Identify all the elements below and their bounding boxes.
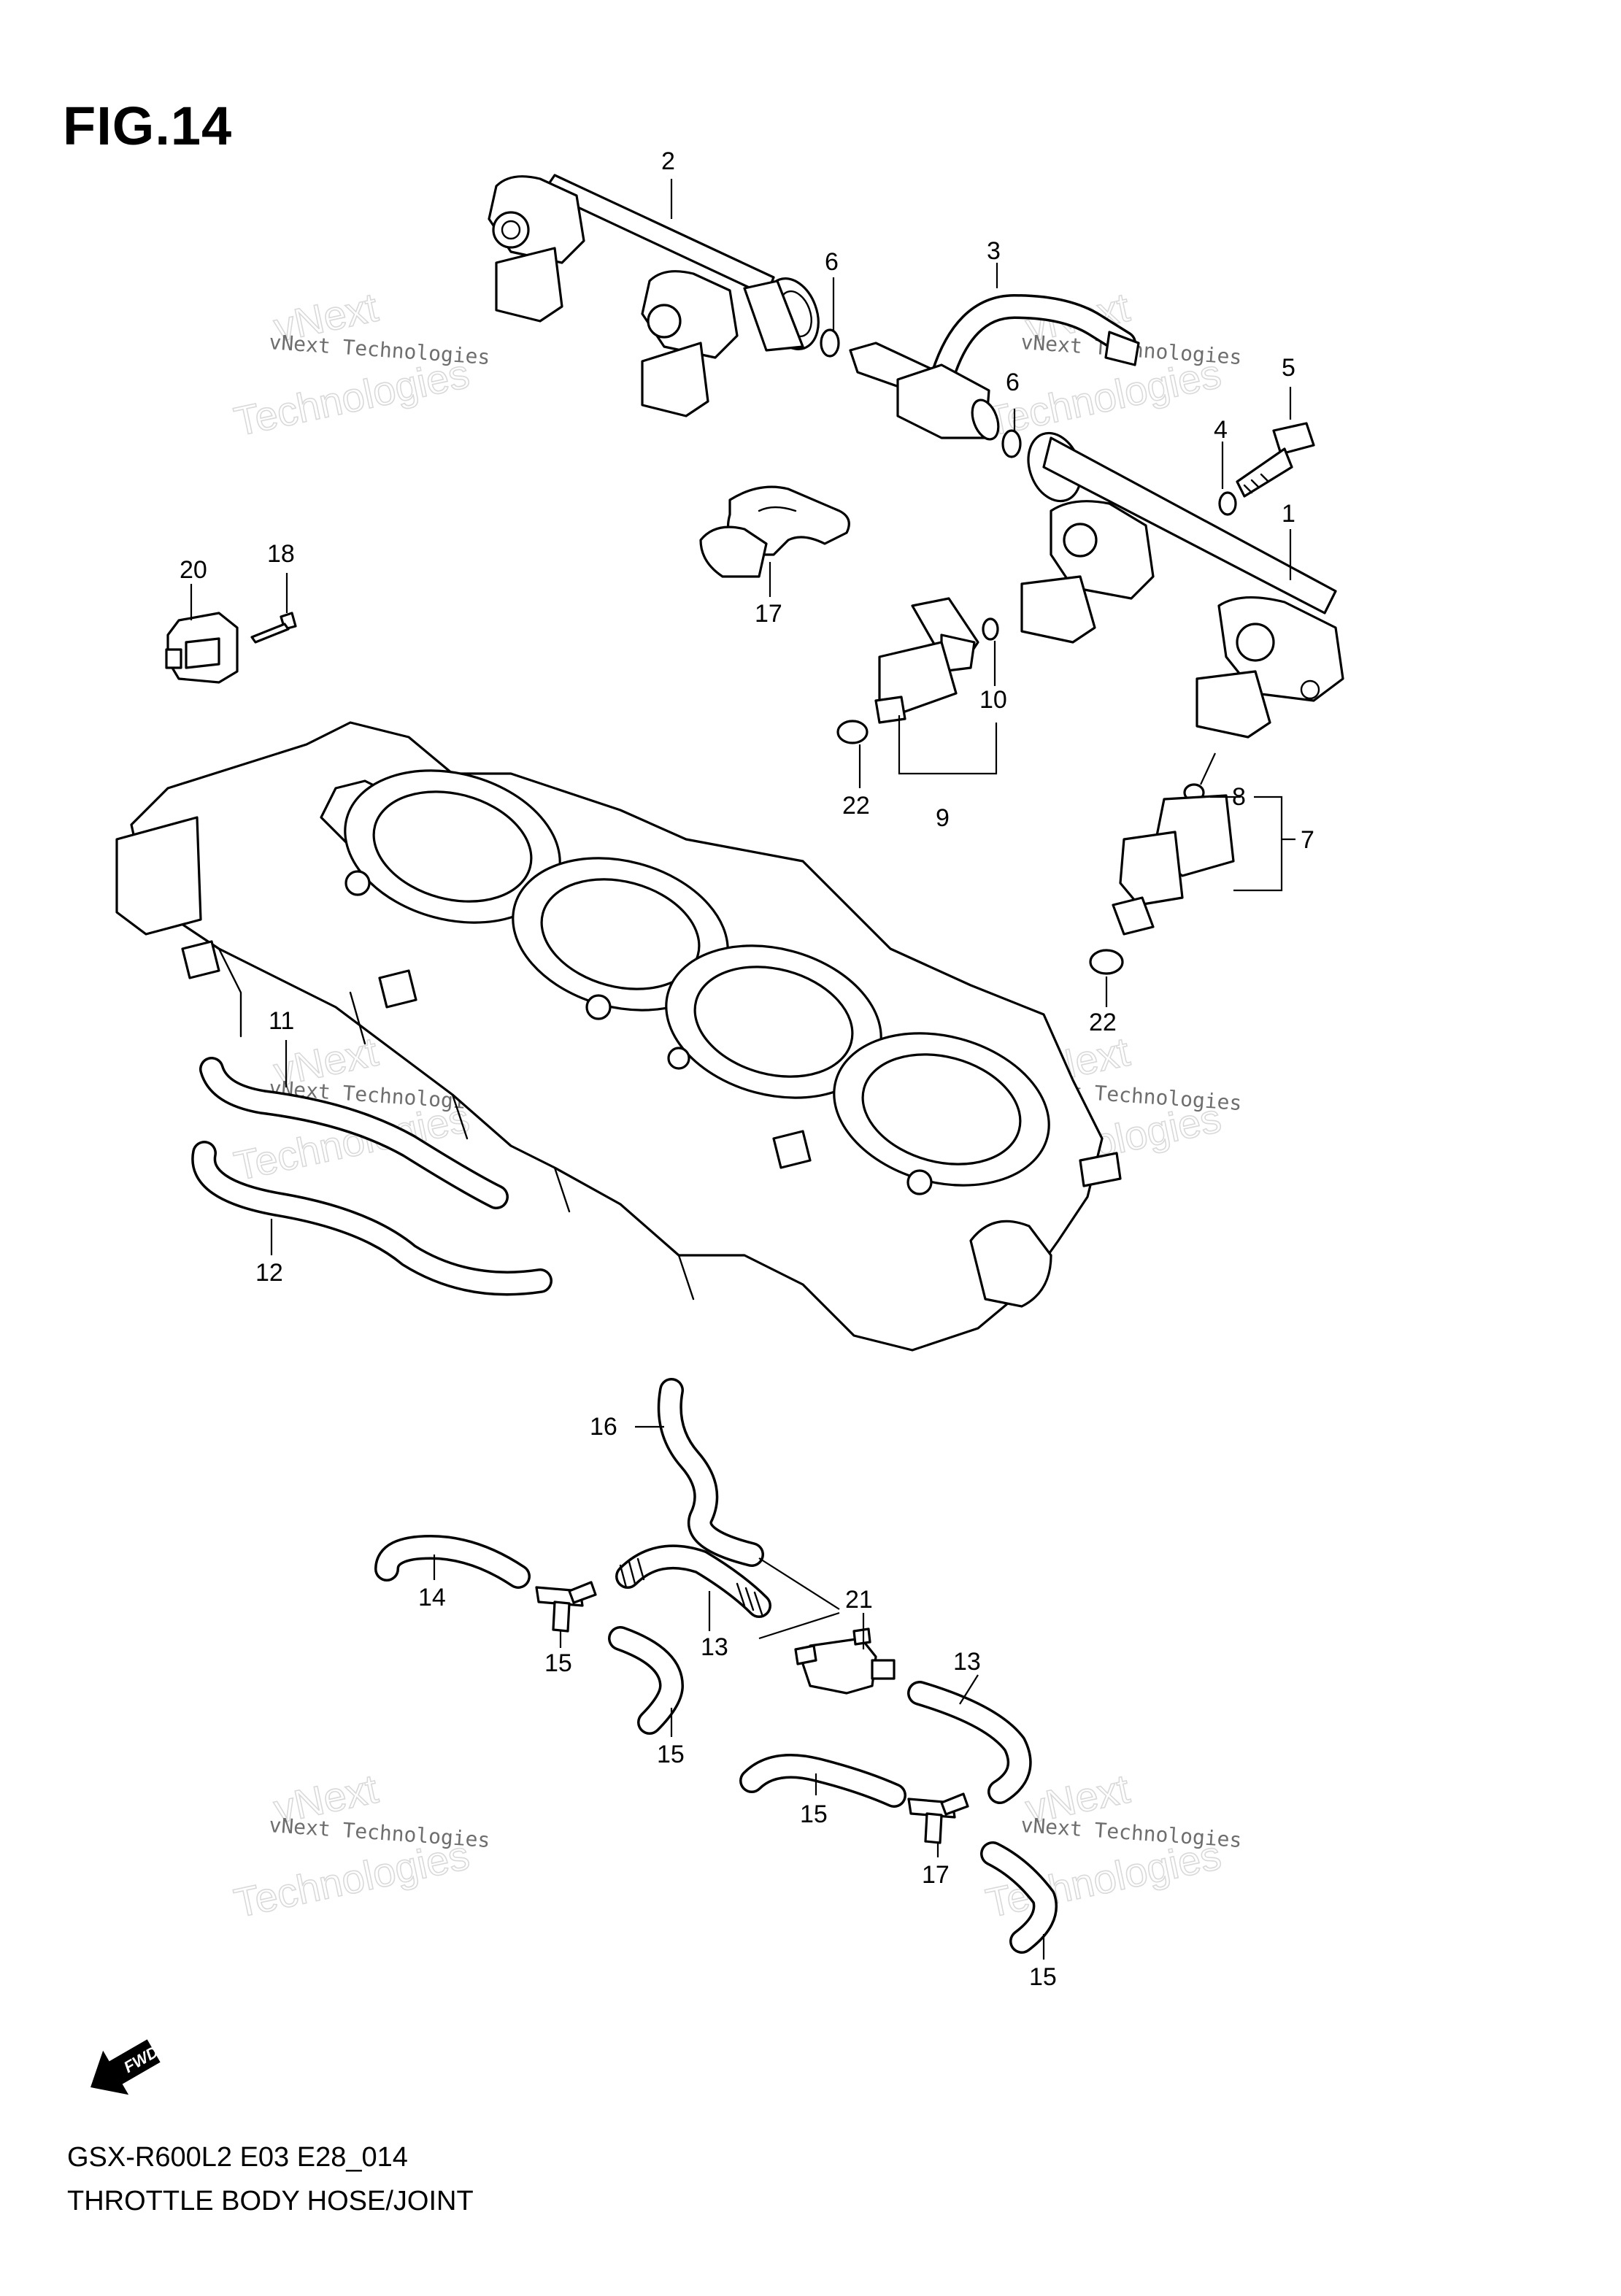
callout-21: 17: [755, 600, 782, 628]
callout-5: 5: [1282, 354, 1295, 382]
part-13-hose: [907, 1681, 1032, 1804]
callout-17-lower: 17: [922, 1861, 950, 1889]
part-6-o-ring-upper: [820, 328, 840, 358]
part-15-hose-b: [608, 1626, 684, 1735]
part-18-screw: [250, 612, 297, 644]
callout-4: 4: [1214, 416, 1228, 444]
part-11-hose: [199, 1057, 509, 1209]
part-20-sensor: [165, 612, 239, 684]
leader-lines: [190, 179, 1295, 1960]
part-21-clamp: [699, 485, 850, 578]
part-19-joint: [794, 1627, 896, 1695]
part-14-hose: [615, 1544, 771, 1618]
callout-22-lower: 22: [1089, 1009, 1117, 1036]
callout-15-c: 15: [800, 1800, 828, 1828]
callout-19: 21: [845, 1586, 873, 1614]
part-17-t-joint-upper: [535, 1581, 597, 1633]
part-4-washer: [1218, 491, 1237, 516]
part-15-hose-d: [980, 1841, 1058, 1954]
watermark-text: vNext Technologies: [269, 1813, 491, 1852]
callout-15-d: 15: [1029, 1963, 1057, 1991]
fwd-direction-badge: FWD: [91, 2039, 161, 2095]
callout-17-upper: 15: [544, 1649, 572, 1677]
callout-14: 13: [701, 1633, 728, 1661]
part-1-fuel-delivery-pipe-right: [1020, 431, 1344, 739]
watermark-text: vNext Technologies: [1020, 1813, 1243, 1852]
callout-2: 2: [661, 147, 675, 175]
part-5-bolt: [1236, 422, 1315, 498]
callout-16: 16: [590, 1413, 617, 1441]
part-17-t-joint-lower: [907, 1792, 969, 1844]
part-15-hose-a: [374, 1535, 531, 1589]
callout-6-lower: 6: [1006, 369, 1020, 396]
callout-18: 18: [267, 540, 295, 568]
part-22-seal-upper: [836, 720, 869, 744]
callout-10: 10: [979, 686, 1007, 714]
part-10-o-ring: [982, 617, 999, 641]
part-15-hose-c: [739, 1754, 906, 1808]
callout-15-a: 14: [418, 1584, 446, 1611]
callout-13: 13: [953, 1648, 981, 1676]
callout-9: 9: [936, 804, 950, 832]
callout-15-b: 15: [657, 1741, 685, 1768]
callout-labels: 2 6 3 6 5 4 1 17 18 20 10 9 22 8 7 22 11…: [180, 147, 1314, 1991]
callout-6-upper: 6: [825, 248, 839, 276]
callout-11: 11: [269, 1007, 294, 1035]
callout-12: 12: [255, 1259, 283, 1287]
callout-22-upper: 22: [842, 792, 870, 820]
callout-1: 1: [1282, 500, 1295, 528]
throttle-body-assembly: [115, 721, 1122, 1352]
callout-3: 3: [987, 237, 1001, 265]
callout-7: 7: [1301, 826, 1314, 854]
watermark-text: vNext Technologies: [269, 330, 491, 369]
part-12-hose: [191, 1141, 552, 1296]
diagram-caption: THROTTLE BODY HOSE/JOINT: [67, 2186, 474, 2216]
part-7-fuel-injector: [1112, 794, 1235, 936]
part-9-fuel-injector: [874, 597, 979, 724]
model-code: GSX-R600L2 E03 E28_014: [67, 2142, 408, 2173]
part-16-hose: [657, 1378, 764, 1567]
part-3-fuel-joint-hose: [849, 294, 1140, 441]
callout-20: 20: [180, 556, 207, 584]
part-22-seal-lower: [1089, 949, 1124, 975]
part-2-fuel-delivery-pipe-left: [488, 174, 820, 417]
part-6-o-ring-lower: [1001, 429, 1022, 458]
figure-title: FIG.14: [63, 96, 233, 156]
callout-8: 8: [1232, 783, 1246, 811]
